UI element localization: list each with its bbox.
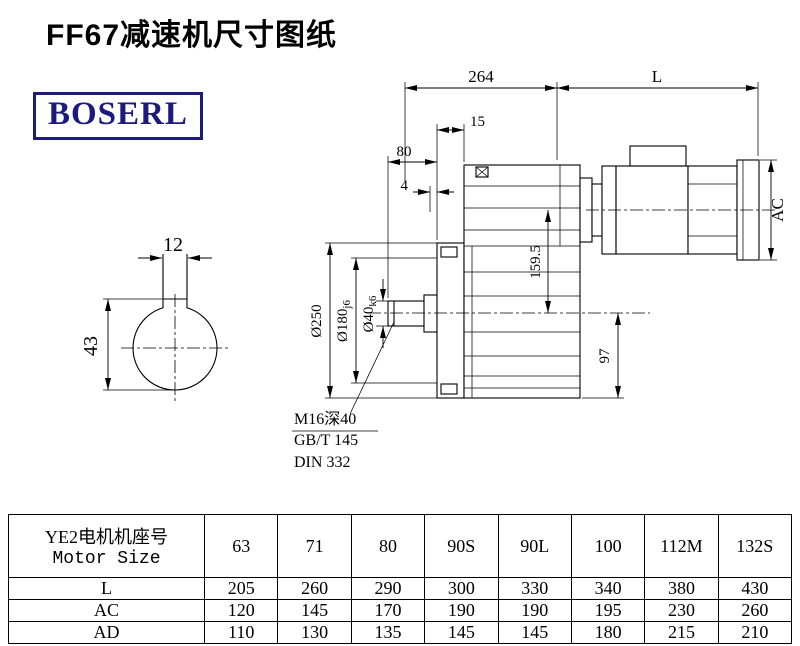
value-cell: 205 [203, 577, 279, 600]
row-label: L [8, 577, 205, 600]
col-header: 80 [350, 514, 426, 578]
row-label: AC [8, 599, 205, 622]
value-cell: 260 [717, 599, 793, 622]
terminal-box [629, 145, 687, 167]
value-cell: 340 [570, 577, 646, 600]
value-cell: 145 [277, 599, 352, 622]
logo-box: BOSERL [33, 92, 203, 140]
col-header: 63 [203, 514, 279, 578]
value-cell: 195 [570, 599, 646, 622]
dim-15-label: 15 [470, 114, 485, 130]
col-header: 112M [644, 514, 719, 578]
col-header: 100 [570, 514, 646, 578]
dim-4-label: 4 [401, 178, 409, 194]
value-cell: 190 [424, 599, 499, 622]
dimension-labels: 264 L 15 80 4 AC 159.5 97 Ø250 Ø180j6 Ø4… [80, 67, 787, 471]
value-cell: 430 [717, 577, 793, 600]
dim-L-label: L [652, 67, 662, 86]
value-cell: 180 [570, 621, 646, 644]
col-header: 90S [424, 514, 499, 578]
value-cell: 330 [497, 577, 572, 600]
dim-ac-label: AC [768, 198, 787, 222]
value-cell: 190 [497, 599, 572, 622]
dimension-lines [103, 82, 777, 432]
note-gb-standard: GB/T 145 [294, 432, 358, 449]
technical-drawing: 264 L 15 80 4 AC 159.5 97 Ø250 Ø180j6 Ø4… [80, 67, 787, 471]
value-cell: 260 [277, 577, 352, 600]
col-header: 90L [497, 514, 572, 578]
dimension-table: YE2电机机座号 Motor Size 63 71 80 90S 90L 100… [8, 514, 793, 644]
value-cell: 135 [350, 621, 426, 644]
dim-264-label: 264 [468, 67, 494, 86]
page-title: FF67减速机尺寸图纸 [46, 19, 338, 52]
row-label: AD [8, 621, 205, 644]
value-cell: 110 [203, 621, 279, 644]
dim-12-label: 12 [163, 234, 183, 256]
col-header: 132S [717, 514, 793, 578]
note-din-standard: DIN 332 [294, 454, 350, 471]
dim-250-label: Ø250 [309, 304, 325, 337]
table-row-AC: AC 120 145 170 190 190 195 230 260 [8, 599, 793, 622]
dim-159-label: 159.5 [528, 245, 544, 279]
value-cell: 300 [424, 577, 499, 600]
value-cell: 210 [717, 621, 793, 644]
value-cell: 215 [644, 621, 719, 644]
value-cell: 145 [424, 621, 499, 644]
value-cell: 120 [203, 599, 279, 622]
value-cell: 145 [497, 621, 572, 644]
header-line1: YE2电机机座号 [45, 527, 168, 547]
value-cell: 130 [277, 621, 352, 644]
value-cell: 290 [350, 577, 426, 600]
table-row-L: L 205 260 290 300 330 340 380 430 [8, 577, 793, 600]
dim-97-label: 97 [597, 348, 613, 364]
header-line2: Motor Size [52, 549, 161, 569]
value-cell: 230 [644, 599, 719, 622]
dim-40-label: Ø40k6 [361, 295, 379, 332]
dim-80-label: 80 [397, 144, 412, 160]
logo-text: BOSERL [48, 96, 188, 132]
note-tapped-hole: M16深40 [294, 410, 356, 428]
value-cell: 380 [644, 577, 719, 600]
gearbox-side-view [368, 145, 778, 399]
shaft-section-view [121, 254, 229, 402]
motor-size-header-cell: YE2电机机座号 Motor Size [8, 514, 205, 578]
table-header-row: YE2电机机座号 Motor Size 63 71 80 90S 90L 100… [8, 514, 793, 578]
value-cell: 170 [350, 599, 426, 622]
col-header: 71 [277, 514, 352, 578]
dim-43-label: 43 [80, 336, 102, 356]
table-row-AD: AD 110 130 135 145 145 180 215 210 [8, 621, 793, 644]
dim-180-label: Ø180j6 [335, 300, 353, 342]
